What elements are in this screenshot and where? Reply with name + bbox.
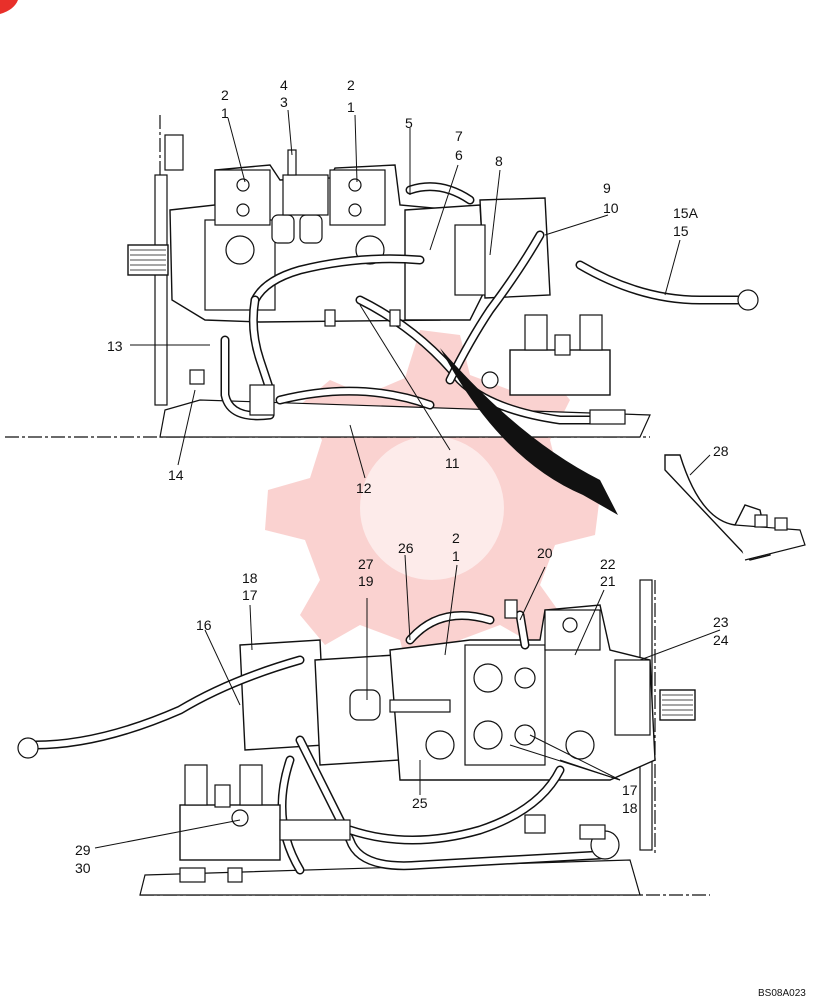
callout-label: 2 [221, 87, 229, 103]
callout-label: 19 [358, 573, 374, 589]
callout-label: 12 [356, 480, 372, 496]
callout-label: 28 [713, 443, 729, 459]
callout-label: 15A [673, 205, 699, 221]
callout-label: 16 [196, 617, 212, 633]
callout-label: 18 [242, 570, 258, 586]
callout-label: 3 [280, 94, 288, 110]
bottom-pump-assembly [17, 579, 710, 896]
callout-label: 14 [168, 467, 184, 483]
bracket-detail [664, 454, 806, 561]
callout-labels: 2 1 4 3 2 1 5 7 6 8 9 10 15A 15 13 14 11… [75, 77, 806, 999]
callout-label: 9 [603, 180, 611, 196]
callout-label: 29 [75, 842, 91, 858]
callout-label: 17 [622, 782, 638, 798]
callout-label: 30 [75, 860, 91, 876]
callout-label: 23 [713, 614, 729, 630]
callout-label: 21 [600, 573, 616, 589]
callout-label: 18 [622, 800, 638, 816]
callout-label: 1 [347, 99, 355, 115]
callout-label: 2 [347, 77, 355, 93]
callout-label: 22 [600, 556, 616, 572]
callout-label: 10 [603, 200, 619, 216]
view-arrow [440, 348, 618, 515]
callout-label: 7 [455, 128, 463, 144]
drawing-code: BS08A023 [758, 988, 806, 999]
callout-label: 20 [537, 545, 553, 561]
callout-label: 26 [398, 540, 414, 556]
callout-label: 6 [455, 147, 463, 163]
leader-lines [94, 109, 721, 849]
callout-label: 8 [495, 153, 503, 169]
callout-label: 13 [107, 338, 123, 354]
corner-mark [0, 0, 18, 14]
callout-label: 27 [358, 556, 374, 572]
callout-label: 1 [452, 548, 460, 564]
callout-label: 4 [280, 77, 288, 93]
callout-label: 5 [405, 115, 413, 131]
callout-label: 25 [412, 795, 428, 811]
top-pump-assembly [5, 115, 759, 438]
callout-label: 1 [221, 105, 229, 121]
callout-label: 11 [445, 455, 460, 471]
callout-label: 17 [242, 587, 258, 603]
callout-label: 2 [452, 530, 460, 546]
callout-label: 15 [673, 223, 689, 239]
callout-label: 24 [713, 632, 729, 648]
